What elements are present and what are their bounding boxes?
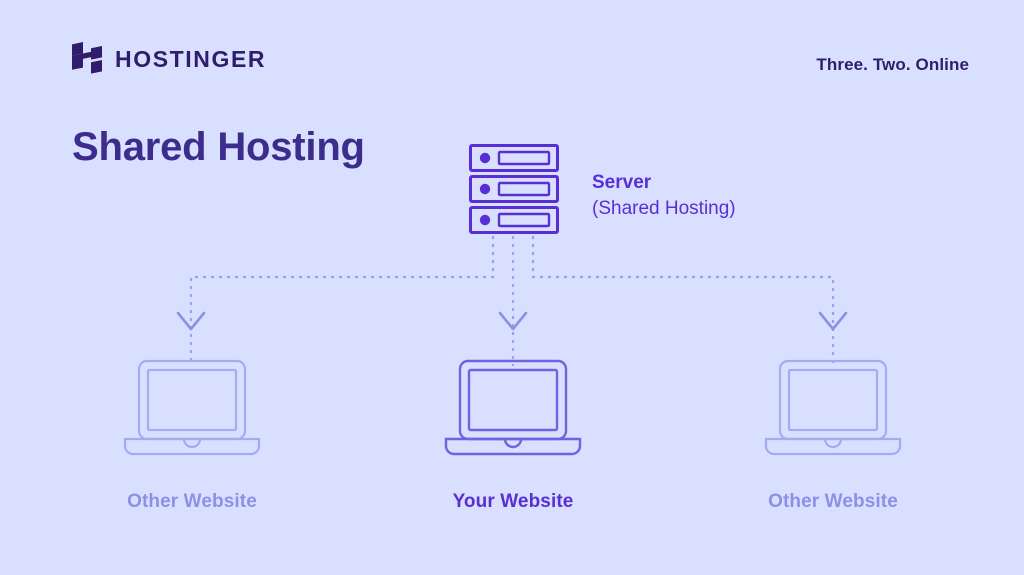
website-node-label: Other Website xyxy=(127,491,257,512)
server-label-subtitle: (Shared Hosting) xyxy=(592,197,736,219)
website-node-other-left: Other Website xyxy=(87,355,297,513)
hostinger-h-logo-icon xyxy=(72,42,102,74)
website-node-label: Other Website xyxy=(768,491,898,512)
laptop-icon xyxy=(123,359,261,456)
arrowhead-center xyxy=(498,311,528,331)
server-label-title: Server xyxy=(592,172,652,193)
laptop-icon xyxy=(444,359,582,456)
brand-logo: HOSTINGER xyxy=(72,42,266,76)
server-label: Server (Shared Hosting) xyxy=(592,170,736,221)
brand-wordmark: HOSTINGER xyxy=(115,45,267,72)
arrowhead-right xyxy=(818,311,848,331)
website-node-other-right: Other Website xyxy=(728,355,938,513)
connector-path-left xyxy=(189,236,495,366)
brand-tagline: Three. Two. Online xyxy=(816,55,969,74)
website-node-your-website: Your Website xyxy=(408,355,618,513)
server-rack-icon xyxy=(469,144,559,234)
page-title: Shared Hosting xyxy=(72,125,365,169)
connector-path-right xyxy=(531,236,835,366)
arrowhead-left xyxy=(176,311,206,331)
website-node-label: Your Website xyxy=(452,491,574,512)
laptop-icon xyxy=(764,359,902,456)
